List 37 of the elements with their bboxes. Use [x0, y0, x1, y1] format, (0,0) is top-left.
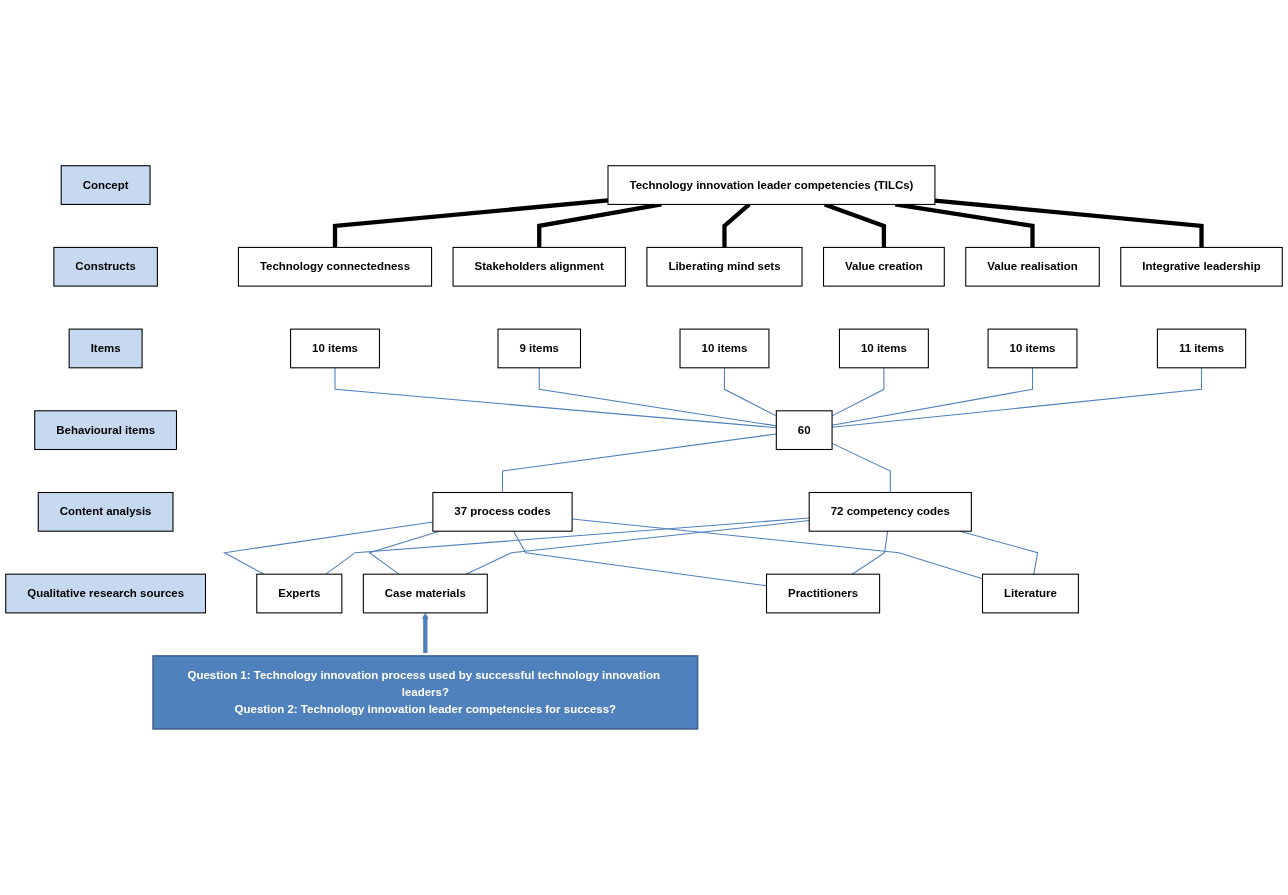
- node-box: Qualitative research sources: [5, 573, 207, 614]
- node-box: Liberating mind sets: [646, 247, 803, 287]
- node-box: Stakeholders alignment: [452, 247, 626, 287]
- node-box: Content analysis: [37, 492, 174, 532]
- connector: [538, 367, 777, 427]
- node-box: Value realisation: [965, 247, 1100, 287]
- node-box: Practitioners: [766, 573, 881, 614]
- connector: [332, 198, 609, 248]
- node-box: 10 items: [679, 328, 770, 369]
- node-box: Literature: [981, 573, 1079, 614]
- connector: [334, 367, 777, 429]
- node-box: Question 1: Technology innovation process used by successful technology innovation leaders? Question 2: Technology innovation leader competencies for success?: [152, 655, 699, 730]
- connector: [934, 198, 1204, 248]
- node-box: Technology innovation leader competencies (TILCs): [607, 165, 936, 206]
- node-box: Constructs: [53, 247, 158, 287]
- arrow: [422, 613, 429, 654]
- node-box: Items: [68, 328, 143, 369]
- connector: [723, 367, 777, 417]
- node-box: Experts: [256, 573, 343, 614]
- node-box: Integrative leadership: [1120, 247, 1283, 287]
- node-box: 10 items: [290, 328, 380, 369]
- node-box: Behavioural items: [34, 410, 178, 451]
- node-box: 9 items: [497, 328, 582, 369]
- connector: [501, 433, 777, 494]
- node-box: 10 items: [987, 328, 1078, 369]
- node-box: 60: [775, 410, 833, 451]
- node-box: 11 items: [1156, 328, 1247, 369]
- node-box: Technology connectedness: [237, 247, 433, 287]
- node-box: Case materials: [362, 573, 488, 614]
- node-box: 37 process codes: [432, 492, 573, 532]
- node-box: Value creation: [823, 247, 945, 287]
- node-box: 10 items: [838, 328, 929, 369]
- node-box: Concept: [60, 165, 151, 206]
- connector: [325, 517, 810, 575]
- connector: [851, 530, 889, 575]
- node-box: 72 competency codes: [808, 492, 972, 532]
- connector: [465, 520, 810, 575]
